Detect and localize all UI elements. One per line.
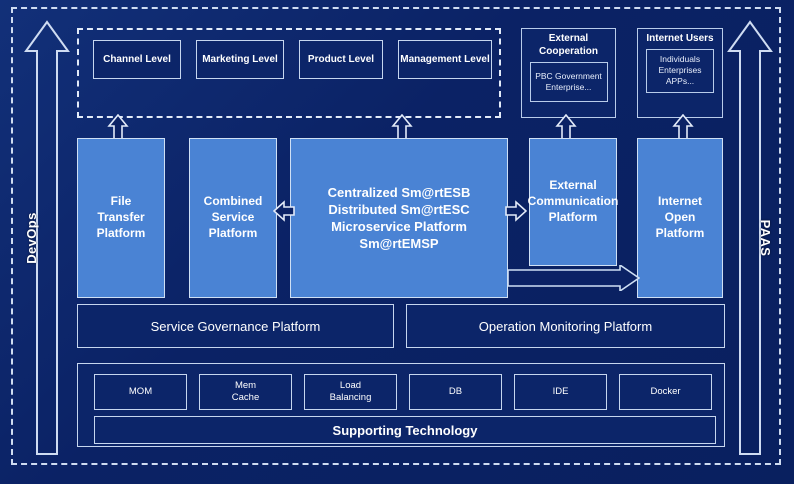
up-arrow-icon [555,114,577,140]
level-box-channel[interactable]: Channel Level [93,40,181,79]
tech-label: IDE [552,386,569,398]
connector-esb-external-right [505,200,527,222]
connector-internet-open-up [672,114,694,140]
operation-monitoring-platform[interactable]: Operation Monitoring Platform [406,304,725,348]
level-box-management[interactable]: Management Level [398,40,492,79]
level-box-marketing[interactable]: Marketing Level [196,40,284,79]
internet-users-title: Internet Users [646,33,714,44]
service-governance-platform[interactable]: Service Governance Platform [77,304,394,348]
connector-esb-to-internet-open [508,265,640,291]
right-arrow-icon [505,200,527,222]
up-arrow-icon [24,20,70,455]
paas-arrow: PAAS [727,18,773,458]
connector-file-transfer-up [107,114,129,140]
tech-box-mom[interactable]: MOM [94,374,187,410]
connector-combined-esb-left [273,200,295,222]
supporting-technology-bar[interactable]: Supporting Technology [94,416,716,444]
governance-label: Service Governance Platform [150,318,321,334]
up-arrow-icon [391,114,413,140]
tech-label: Docker [650,386,681,398]
tech-label: DB [448,386,463,398]
level-label: Management Level [400,54,490,65]
platform-esb-suite[interactable]: Centralized Sm@rtESB Distributed Sm@rtES… [290,138,508,298]
devops-arrow: DevOps [24,18,70,458]
level-label: Marketing Level [202,54,278,65]
up-arrow-icon [672,114,694,140]
right-arrow-icon [508,265,640,291]
esb-line-3: Microservice Platform Sm@rtEMSP [331,219,467,252]
level-box-product[interactable]: Product Level [299,40,383,79]
business-levels-group [77,28,501,118]
tech-box-docker[interactable]: Docker [619,374,712,410]
connector-esb-up [391,114,413,140]
up-arrow-icon [727,20,773,455]
tech-box-db[interactable]: DB [409,374,502,410]
tech-label: MOM [128,386,153,398]
connector-external-comm-up [555,114,577,140]
esb-line-1: Centralized Sm@rtESB [327,184,471,200]
level-label: Channel Level [103,54,171,65]
esb-line-2: Distributed Sm@rtESC [328,201,470,217]
governance-label: Operation Monitoring Platform [478,318,653,334]
left-arrow-icon [273,200,295,222]
supporting-technology-label: Supporting Technology [332,422,478,438]
tech-box-ide[interactable]: IDE [514,374,607,410]
level-label: Product Level [307,54,375,65]
up-arrow-icon [107,114,129,140]
outer-dashed-frame [11,7,781,465]
